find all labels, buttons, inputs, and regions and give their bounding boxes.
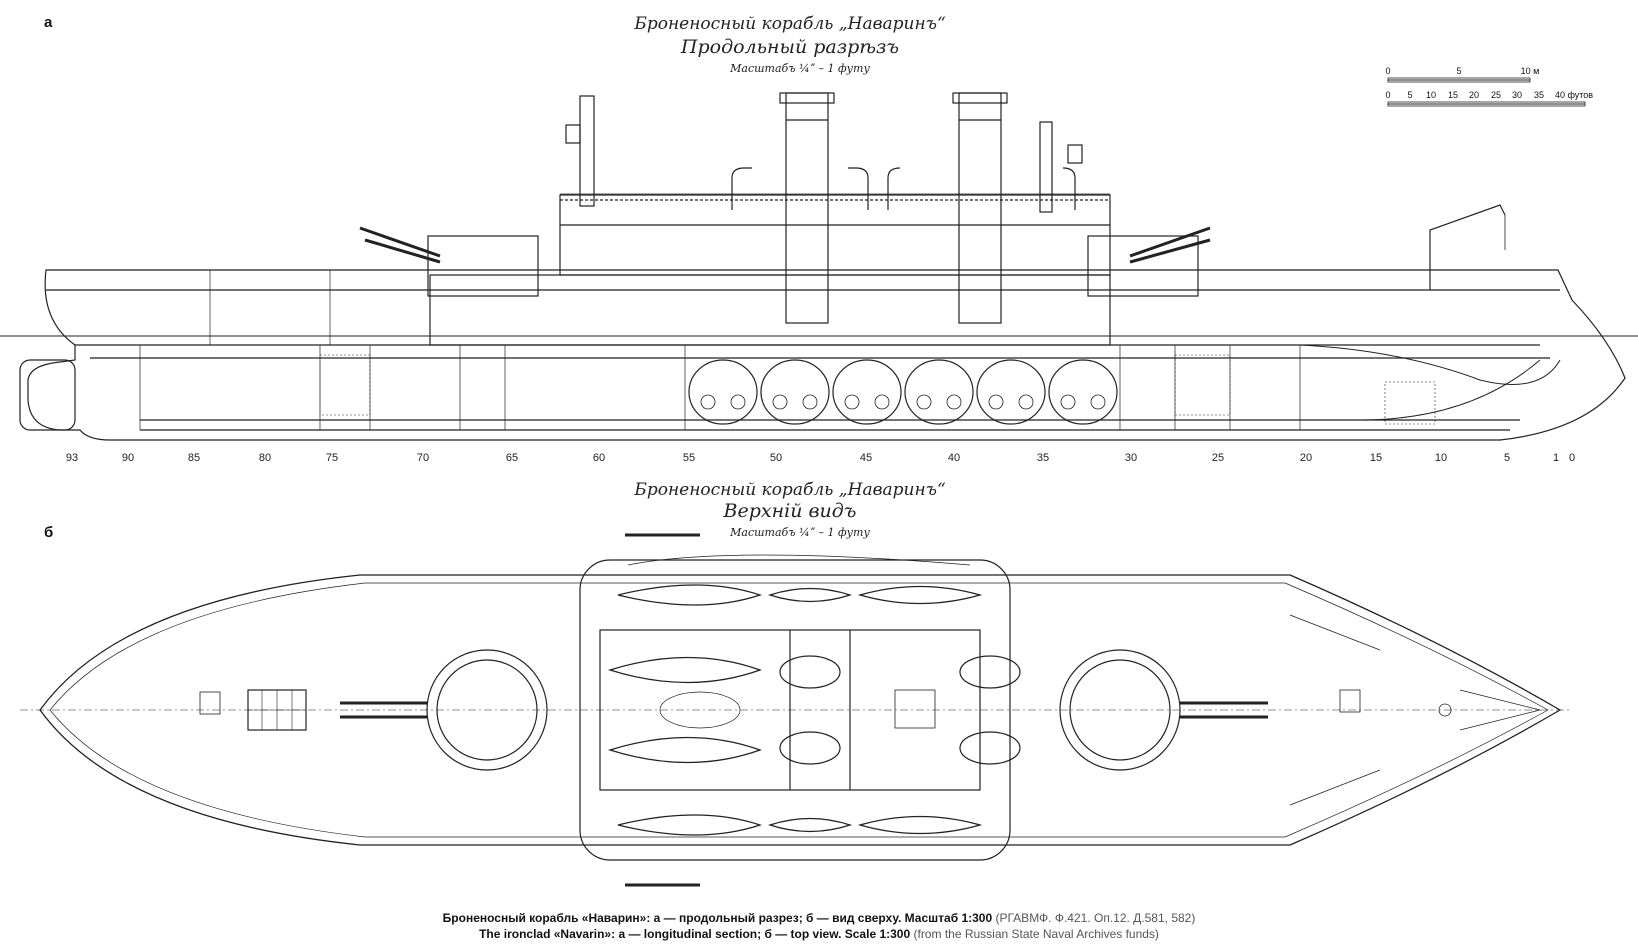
frame-number: 20: [1299, 452, 1313, 464]
scale-ft-0: 0: [1385, 90, 1391, 100]
caption-en: The ironclad «Navarin»: a — longitudinal…: [0, 926, 1638, 942]
frame-numbers: 93 90 85 80 75 70 65 60 55 50 45 40 35 3…: [0, 452, 1638, 472]
frame-number: 30: [1124, 452, 1138, 464]
scale-ft-15: 15: [1447, 90, 1459, 100]
frame-number: 40: [947, 452, 961, 464]
frame-number: 1: [1552, 452, 1560, 464]
scale-bar-graphic: [1387, 77, 1586, 107]
frame-number: 55: [682, 452, 696, 464]
scale-m-0: 0: [1385, 66, 1391, 76]
section-subtitle: Продольный разрѣзъ: [680, 36, 900, 58]
frame-number: 85: [187, 452, 201, 464]
boilers: [688, 359, 1118, 425]
scale-m-10: 10 м: [1520, 66, 1540, 76]
frame-number: 45: [859, 452, 873, 464]
frame-number: 5: [1503, 452, 1511, 464]
frame-number: 80: [258, 452, 272, 464]
scale-ft-35: 35: [1533, 90, 1545, 100]
frame-number: 90: [121, 452, 135, 464]
caption-en-source: (from the Russian State Naval Archives f…: [913, 927, 1159, 941]
figure-caption: Броненосный корабль «Наварин»: а — продо…: [0, 910, 1638, 942]
scale-ft-40: 40 футов: [1554, 90, 1594, 100]
frame-number: 93: [65, 452, 79, 464]
section-title: Броненосный корабль „Наваринъ“: [634, 14, 946, 34]
caption-en-main: The ironclad «Navarin»: a — longitudinal…: [479, 927, 911, 941]
caption-ru-main: Броненосный корабль «Наварин»: а — продо…: [442, 911, 993, 925]
frame-number: 70: [416, 452, 430, 464]
frame-number: 25: [1211, 452, 1225, 464]
frame-number: 65: [505, 452, 519, 464]
topview-title: Броненосный корабль „Наваринъ“: [634, 480, 946, 500]
caption-ru: Броненосный корабль «Наварин»: а — продо…: [0, 910, 1638, 926]
frame-number: 50: [769, 452, 783, 464]
longitudinal-section: [0, 92, 1638, 441]
scale-ft-10: 10: [1425, 90, 1437, 100]
topview-subtitle: Верхній видъ: [723, 500, 857, 522]
frame-number: 0: [1568, 452, 1576, 464]
caption-ru-source: (РГАВМФ. Ф.421. Оп.12. Д.581, 582): [995, 911, 1196, 925]
scale-m-5: 5: [1456, 66, 1462, 76]
scale-ft-30: 30: [1511, 90, 1523, 100]
frame-number: 75: [325, 452, 339, 464]
frame-number: 10: [1434, 452, 1448, 464]
scale-ft-25: 25: [1490, 90, 1502, 100]
top-view: [20, 533, 1570, 887]
frame-number: 60: [592, 452, 606, 464]
frame-number: 35: [1036, 452, 1050, 464]
panel-b-letter: б: [44, 524, 54, 541]
frame-number: 15: [1369, 452, 1383, 464]
scale-ft-5: 5: [1407, 90, 1413, 100]
scale-bar: 0 5 10 м 0 5 10 15 20 25 30 35 40 футов: [1380, 66, 1600, 118]
topview-scale-note: Масштабъ ¼ˮ – 1 футу: [730, 526, 870, 539]
panel-a-letter: а: [44, 14, 53, 31]
scale-ft-20: 20: [1468, 90, 1480, 100]
section-scale-note: Масштабъ ¼ˮ – 1 футу: [730, 62, 870, 75]
